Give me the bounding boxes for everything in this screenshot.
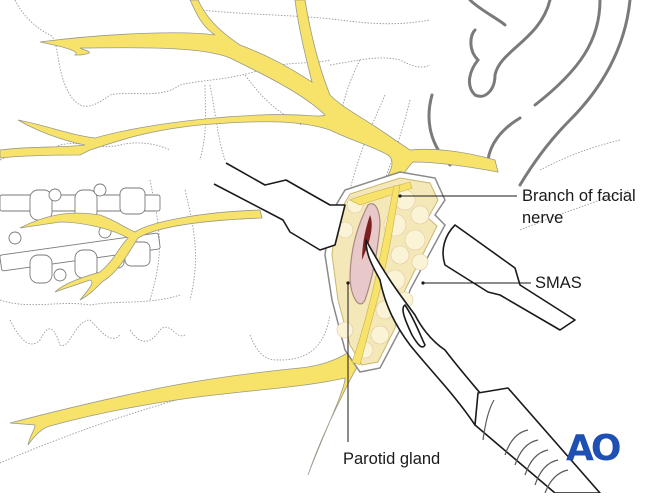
ao-logo: AO bbox=[566, 428, 621, 469]
label-branch-line2: nerve bbox=[522, 209, 564, 227]
parotid-gland-exposure bbox=[349, 203, 381, 305]
label-parotid-gland: Parotid gland bbox=[343, 450, 441, 468]
facial-nerve-branches bbox=[0, 0, 499, 476]
label-branch-of-facial-nerve: Branch of facial nerve bbox=[522, 187, 636, 228]
left-retractor bbox=[213, 162, 346, 251]
right-retractor bbox=[442, 224, 576, 331]
label-branch-line1: Branch of facial bbox=[522, 187, 636, 205]
label-smas: SMAS bbox=[535, 274, 582, 292]
teeth-schematic bbox=[0, 183, 161, 284]
leader-lines bbox=[347, 195, 531, 442]
